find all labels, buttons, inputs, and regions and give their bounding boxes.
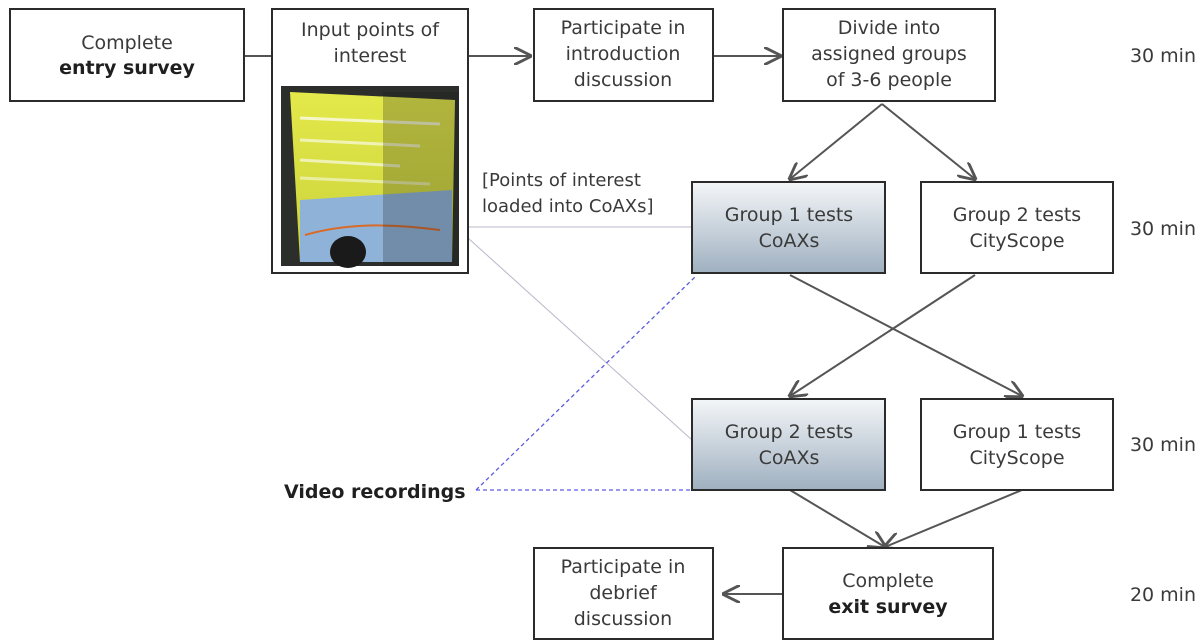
group1-cityscope-box: Group 1 tests CityScope	[920, 398, 1114, 491]
connectors	[244, 56, 1022, 594]
g2-coaxs-line2: CoAXs	[759, 447, 820, 469]
arrow-divide-to-g1coaxs	[790, 103, 883, 179]
g2-cityscope-line2: CityScope	[969, 230, 1064, 252]
video-recordings-label: Video recordings	[284, 481, 466, 503]
intro-line3: discussion	[574, 69, 672, 91]
debrief-line2: debrief	[589, 582, 658, 604]
divide-groups-box: Divide into assigned groups of 3-6 peopl…	[782, 8, 996, 102]
debrief-line1: Participate in	[561, 556, 686, 578]
points-loaded-note-line2: loaded into CoAXs]	[482, 196, 654, 217]
exit-survey-box: Complete exit survey	[782, 547, 994, 640]
entry-survey-box: Complete entry survey	[9, 8, 245, 102]
time-row1: 30 min	[1130, 45, 1196, 67]
g1-cityscope-line2: CityScope	[969, 447, 1064, 469]
exit-survey-line2: exit survey	[828, 596, 948, 618]
arrow-g2coaxs-to-exit	[789, 489, 885, 547]
entry-survey-line2: entry survey	[59, 57, 195, 79]
arrow-divide-to-g2cityscope	[881, 103, 975, 179]
arrow-g1coaxs-to-g1cityscope	[789, 274, 1022, 396]
group2-cityscope-box: Group 2 tests CityScope	[920, 181, 1114, 274]
video-lines	[475, 275, 697, 491]
g1-coaxs-line2: CoAXs	[759, 230, 820, 252]
g1-cityscope-line1: Group 1 tests	[953, 421, 1081, 443]
input-points-line1: Input points of	[301, 19, 440, 41]
intro-discussion-box: Participate in introduction discussion	[533, 8, 714, 102]
arrow-g1cityscope-to-exit	[885, 489, 1023, 547]
input-points-box: Input points of interest	[271, 8, 469, 274]
time-row4: 20 min	[1130, 584, 1196, 606]
entry-survey-line1: Complete	[81, 32, 173, 54]
tablet-photo-icon	[281, 86, 459, 268]
exit-survey-line1: Complete	[842, 570, 934, 592]
divide-line2: assigned groups	[811, 43, 967, 65]
input-points-line2: interest	[334, 45, 407, 67]
arrow-g2cityscope-to-g2coaxs	[790, 274, 976, 396]
poi-lines	[467, 226, 693, 441]
divide-line1: Divide into	[838, 17, 941, 39]
group1-coaxs-box: Group 1 tests CoAXs	[691, 181, 886, 274]
time-row2: 30 min	[1130, 218, 1196, 240]
intro-line1: Participate in	[561, 17, 686, 39]
intro-line2: introduction	[566, 43, 681, 65]
g2-coaxs-line1: Group 2 tests	[725, 421, 853, 443]
debrief-box: Participate in debrief discussion	[533, 547, 714, 640]
debrief-line3: discussion	[574, 608, 672, 630]
group2-coaxs-box: Group 2 tests CoAXs	[691, 398, 886, 491]
g2-cityscope-line1: Group 2 tests	[953, 204, 1081, 226]
divide-line3: of 3-6 people	[826, 69, 952, 91]
time-row3: 30 min	[1130, 434, 1196, 456]
points-loaded-note-line1: [Points of interest	[482, 170, 641, 191]
g1-coaxs-line1: Group 1 tests	[725, 204, 853, 226]
